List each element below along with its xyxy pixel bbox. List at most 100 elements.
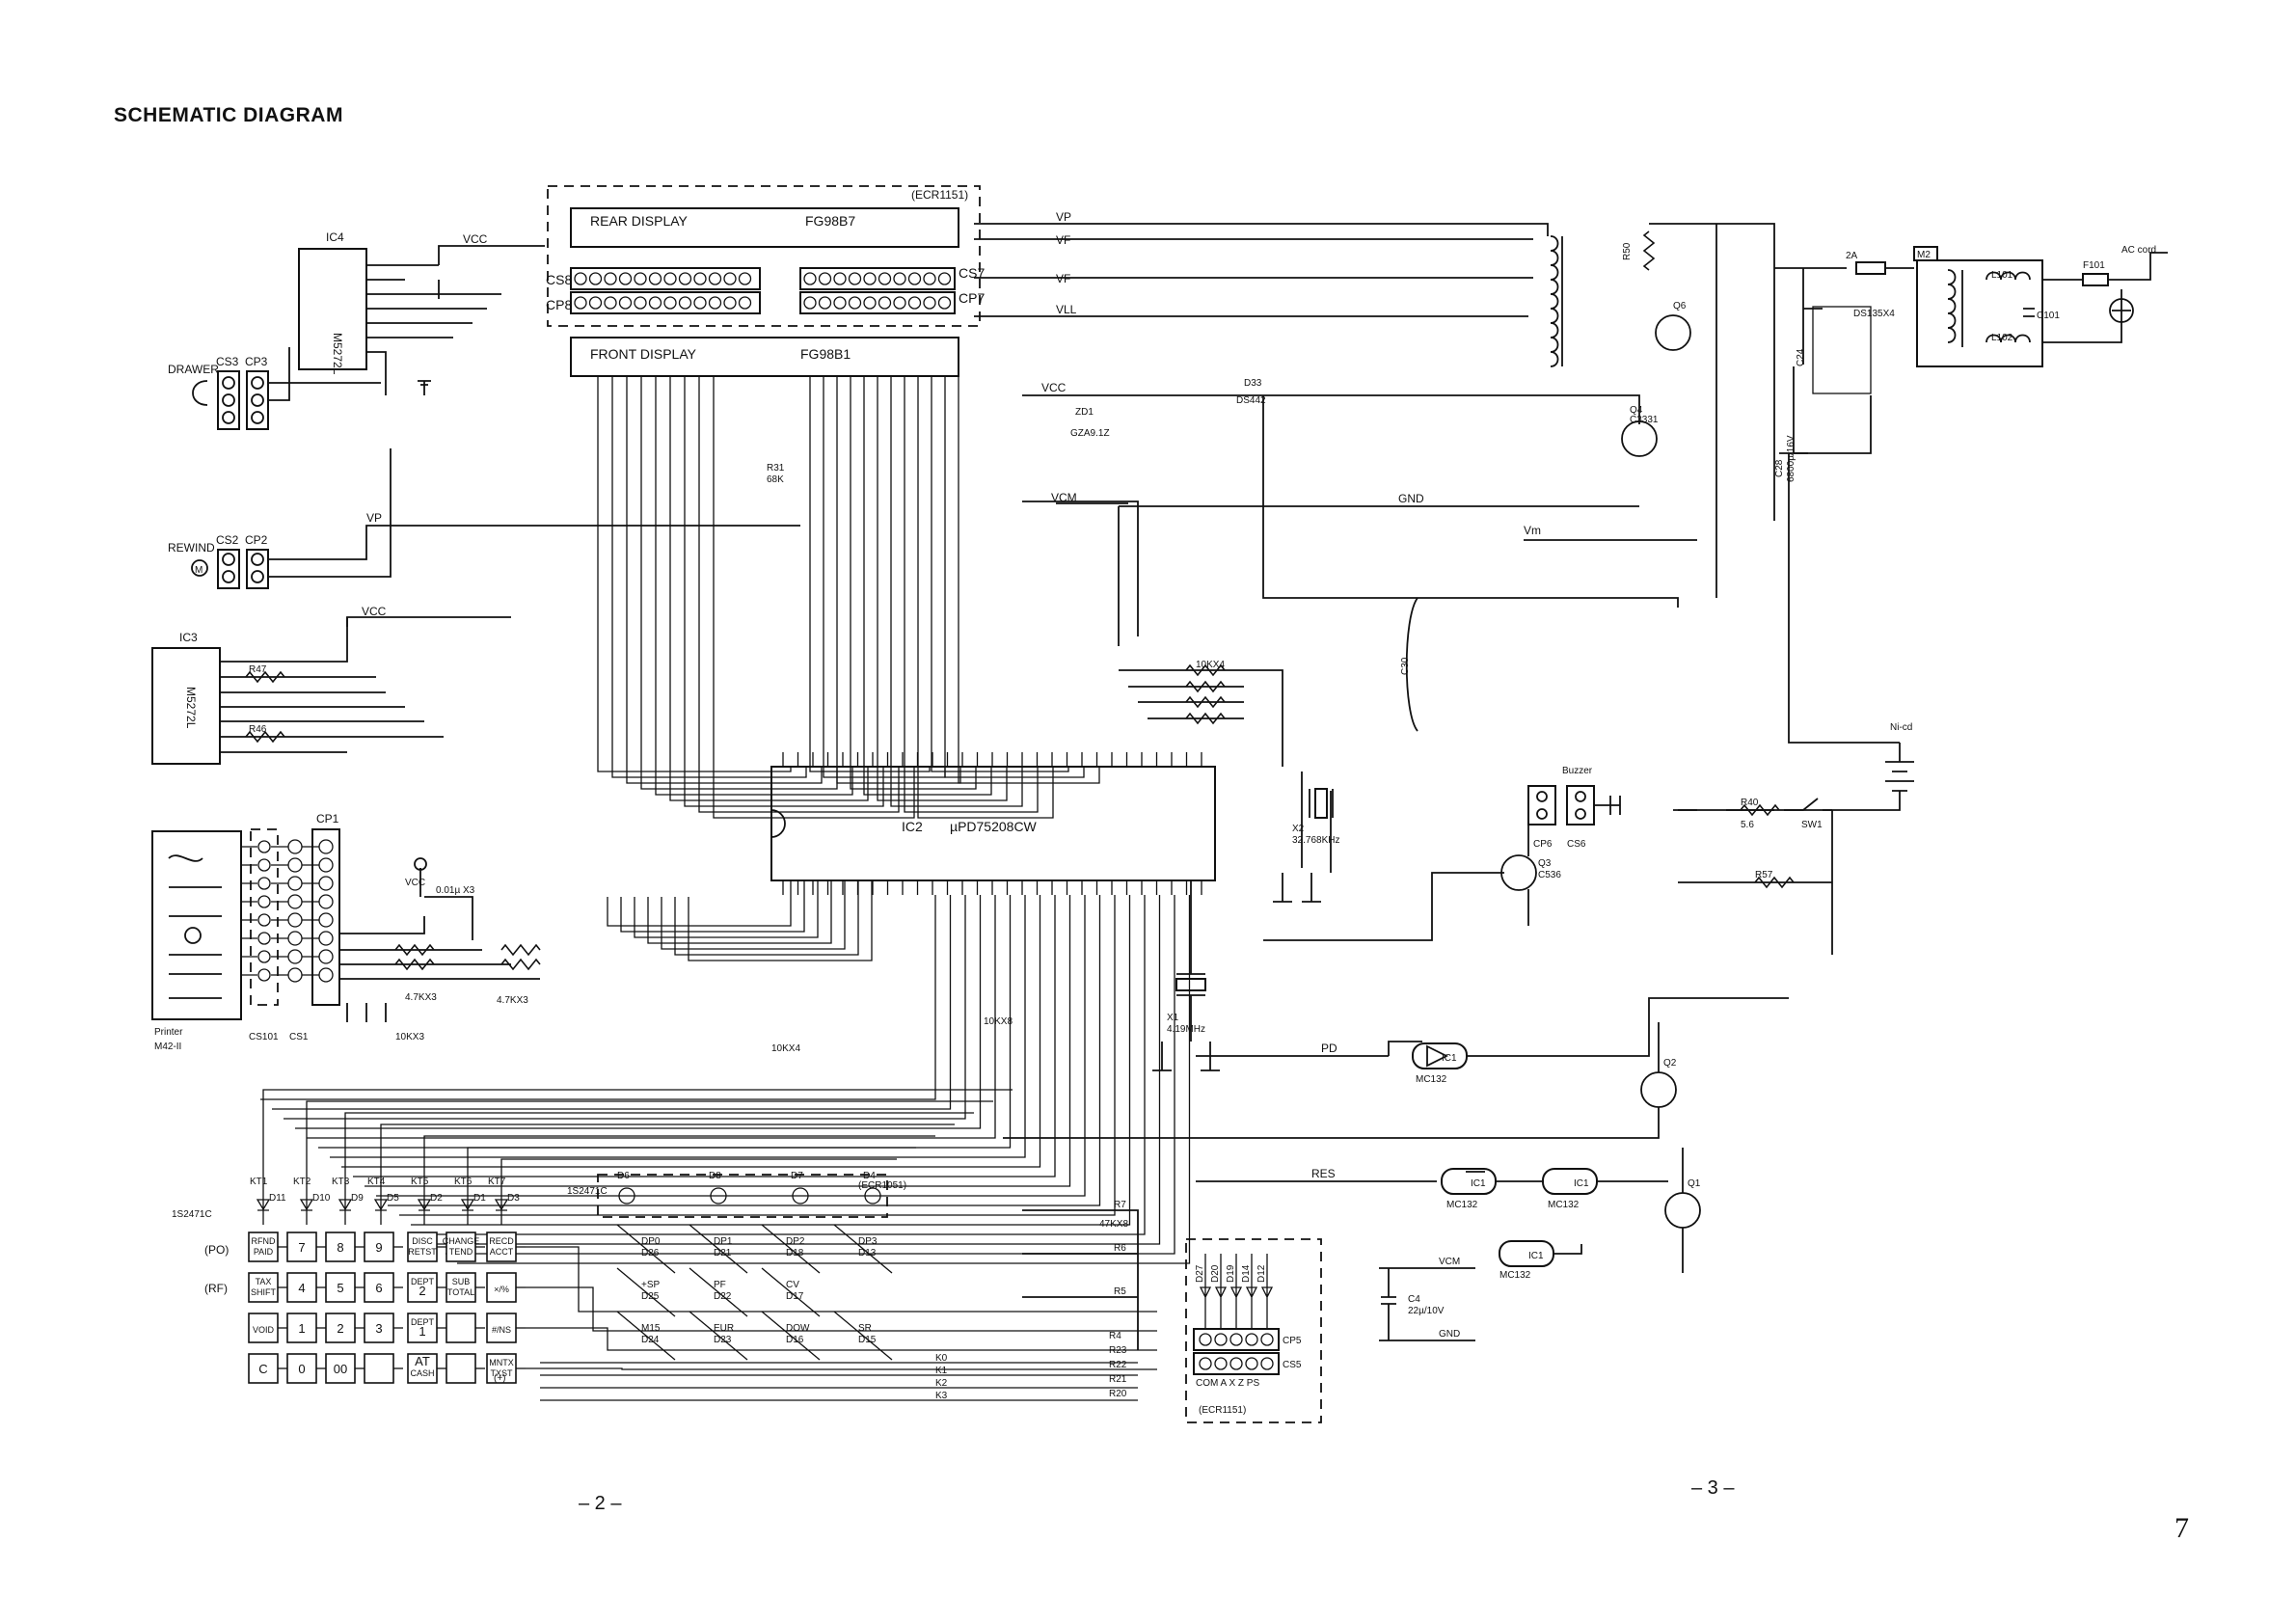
cp5-label: CP5 [1283, 1336, 1302, 1346]
cp6-label: CP6 [1533, 839, 1553, 850]
sub-key-diode: D26 [641, 1248, 660, 1259]
printer-pin-circles [241, 839, 334, 983]
bus-wire [684, 376, 884, 807]
key-label: CASH [410, 1368, 434, 1378]
key-button [286, 1313, 317, 1343]
kt-label: KT3 [332, 1177, 350, 1187]
led-icon [792, 1187, 809, 1204]
pin-circle [693, 296, 707, 310]
ic2-microcontroller: IC2 µPD75208CW [770, 752, 1216, 895]
bus-wire [330, 895, 1026, 1158]
vcc-label-printer: VCC [405, 878, 425, 888]
c30-capacitor: C30 [1400, 597, 1418, 732]
q3-label: Q3 [1538, 858, 1552, 869]
pin-circle [738, 272, 752, 285]
bus-wire [904, 376, 1039, 813]
key-button [248, 1313, 279, 1343]
switch-area: R40 5.6 SW1 R57 [1678, 798, 1833, 955]
display-bus-wires [597, 376, 1100, 961]
key-label: TEND [449, 1247, 473, 1257]
diode-label: D1 [473, 1193, 486, 1204]
f101-label: F101 [2083, 260, 2105, 271]
sub-key-name: M15 [641, 1323, 661, 1334]
r-label: R20 [1109, 1389, 1127, 1399]
zd1-label: ZD1 [1075, 407, 1094, 418]
bus-wire [434, 895, 1161, 1245]
pin-circle [588, 272, 603, 285]
svg-text:0.01µ X3: 0.01µ X3 [436, 885, 475, 896]
diode-label: D5 [387, 1193, 399, 1204]
r50-label: R50 [1622, 242, 1633, 260]
bus-wire [376, 895, 1086, 1197]
pin-circle [937, 272, 952, 285]
cs7-connector [799, 267, 956, 314]
rewind-label: REWIND [168, 541, 215, 555]
sub-key-wire [833, 1311, 893, 1361]
front-display-label: FRONT DISPLAY [590, 346, 697, 362]
cs5-diode-label: D14 [1241, 1264, 1252, 1283]
sw1-label: SW1 [1801, 820, 1823, 830]
diode-icon [460, 1199, 475, 1211]
zd1-value: GZA9.1Z [1070, 428, 1110, 439]
resistor [1185, 712, 1226, 725]
ic1-part-b: MC132 [1446, 1200, 1478, 1210]
pin-circle [648, 272, 662, 285]
pin-circle [678, 296, 692, 310]
sub-key-name: DP2 [786, 1236, 805, 1247]
q4-label: Q4 [1630, 405, 1643, 416]
sub-key-name: PF [714, 1280, 726, 1290]
rear-display-part: FG98B7 [805, 213, 855, 229]
pin-circle [604, 272, 617, 285]
front-display-box [570, 337, 959, 377]
kt-wire [423, 1135, 935, 1225]
res-label: RES [1311, 1167, 1336, 1180]
bus-wire [890, 376, 1023, 807]
key-button [486, 1272, 517, 1303]
key-button [446, 1232, 476, 1262]
cs5-diode-label: D27 [1195, 1264, 1205, 1283]
m2-label: M2 [1917, 250, 1931, 260]
bus-wire [674, 880, 859, 956]
vcm-label-bottom: VCM [1439, 1257, 1460, 1267]
key-label: DEPT [411, 1277, 435, 1286]
pin-circle [723, 296, 737, 310]
sub-key-wire [833, 1224, 893, 1274]
key-button [486, 1353, 517, 1384]
resistor [1185, 663, 1226, 677]
vf-label-1: VF [1056, 233, 1070, 247]
r-label: R4 [1109, 1331, 1121, 1341]
kt-wire [262, 1089, 1013, 1225]
bus-wire [688, 880, 873, 961]
pin-circle [1245, 1333, 1258, 1346]
bus-wire [634, 880, 819, 938]
d33-label: D33 [1244, 378, 1262, 389]
pin-circle [648, 296, 662, 310]
fuse-rating: 2A [1846, 251, 1858, 261]
pin-circle [708, 272, 722, 285]
key-label: C [258, 1362, 267, 1376]
key-label: ACCT [490, 1247, 514, 1257]
nicd-battery: Ni-cd [1673, 722, 1914, 811]
svg-text:M: M [195, 565, 203, 576]
reset-circuit: PD IC1 MC132 Q2 [1003, 997, 1789, 1139]
sub-key-diode: D17 [786, 1291, 804, 1302]
q1-label: Q1 [1688, 1178, 1701, 1189]
right-array-resistors [1185, 663, 1226, 725]
c30-label: C30 [1400, 657, 1411, 675]
sub-key-diode: D16 [786, 1335, 804, 1345]
cs5-pin-circles [1199, 1333, 1274, 1370]
cs2-label: CS2 [216, 533, 239, 547]
pin-circle [318, 857, 334, 873]
key-label: MNTX [489, 1358, 514, 1367]
kt-label: KT1 [250, 1177, 268, 1187]
key-label: TAX [256, 1277, 272, 1286]
pin-circle [1214, 1357, 1228, 1370]
pin-circle [257, 950, 271, 963]
vll-label: VLL [1056, 303, 1077, 316]
cs5-diode [1245, 1254, 1258, 1329]
cs5-diode-label: D19 [1226, 1264, 1236, 1283]
